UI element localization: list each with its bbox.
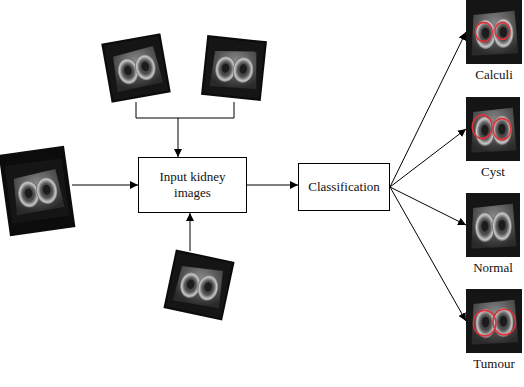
input-arrow (178, 118, 179, 157)
process-box: Input kidney images (138, 157, 247, 213)
input-arrow (190, 213, 191, 251)
lesion-marker (495, 22, 510, 39)
kidney-image (0, 146, 75, 236)
flow-arrow (390, 187, 466, 321)
lesion-marker (493, 118, 511, 139)
flow-arrow (247, 185, 298, 186)
kidney-image (466, 0, 522, 64)
process-box: Classification (298, 163, 390, 211)
kidney-image (101, 33, 171, 103)
box-label: Classification (302, 179, 386, 195)
flow-arrow (390, 187, 466, 225)
result-image: Tumour (466, 289, 522, 372)
flow-arrow (390, 129, 466, 187)
kidney-image (466, 193, 520, 257)
result-image: Normal (466, 193, 520, 276)
lesion-marker (493, 309, 515, 335)
kidney-image (163, 249, 234, 320)
lesion-marker (472, 115, 492, 138)
class-label: Cyst (466, 164, 520, 180)
kidney-image (201, 35, 267, 101)
input-arrow (72, 185, 138, 186)
box-label: Input kidney images (139, 169, 246, 202)
class-label: Calculi (466, 67, 522, 83)
lesion-marker (475, 22, 492, 41)
kidney-image (466, 289, 522, 353)
flow-arrow (390, 32, 466, 187)
class-label: Normal (466, 260, 520, 276)
merge-wire (136, 102, 234, 118)
class-label: Tumour (466, 356, 522, 372)
result-image: Calculi (466, 0, 522, 83)
result-image: Cyst (466, 97, 520, 180)
kidney-image (466, 97, 520, 161)
